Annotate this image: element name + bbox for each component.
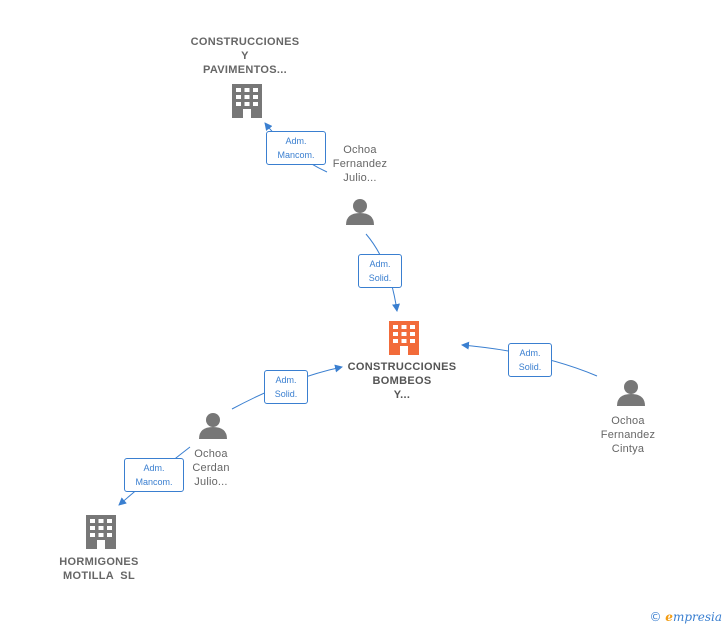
person-icon[interactable] xyxy=(617,380,645,406)
label-line: CONSTRUCCIONES xyxy=(190,36,300,48)
company-top-label[interactable]: CONSTRUCCIONES Y PAVIMENTOS... xyxy=(180,35,310,77)
company-bottom-label[interactable]: HORMIGONES MOTILLA SL xyxy=(44,555,154,583)
copyright-icon: © xyxy=(649,610,662,624)
brand-name: mpresia xyxy=(672,610,722,624)
label-line: Ochoa xyxy=(611,415,645,427)
label-line: Y... xyxy=(393,389,411,401)
edge-label-line: Adm. xyxy=(275,375,297,385)
brand-initial: e xyxy=(665,610,673,624)
edge-label-line: Adm. xyxy=(519,348,541,358)
edge-label-adm-solid[interactable]: Adm. Solid. xyxy=(508,343,552,377)
edge-label-adm-solid[interactable]: Adm. Solid. xyxy=(358,254,402,288)
person-cintya-label[interactable]: Ochoa Fernandez Cintya xyxy=(588,414,668,456)
label-line: Cintya xyxy=(611,443,645,455)
label-line: HORMIGONES xyxy=(59,556,139,568)
edge-label-line: Adm. xyxy=(369,259,391,269)
label-line: CONSTRUCCIONES xyxy=(347,361,457,373)
edge-label-line: Adm. xyxy=(285,136,307,146)
label-line: MOTILLA SL xyxy=(63,570,135,582)
edge-label-line: Mancom. xyxy=(135,477,173,487)
label-line: PAVIMENTOS... xyxy=(203,64,287,76)
focus-building-icon[interactable] xyxy=(389,321,419,355)
person-julio-fernandez-label[interactable]: Ochoa Fernandez Julio... xyxy=(320,143,400,185)
edge-label-adm-mancom[interactable]: Adm. Mancom. xyxy=(266,131,326,165)
building-icon[interactable] xyxy=(86,515,116,549)
edge-label-adm-solid[interactable]: Adm. Solid. xyxy=(264,370,308,404)
edge-label-adm-mancom[interactable]: Adm. Mancom. xyxy=(124,458,184,492)
label-line: Fernandez xyxy=(332,158,388,170)
label-line: Ochoa xyxy=(343,144,377,156)
label-line: Ochoa xyxy=(194,448,228,460)
label-line: Julio... xyxy=(194,476,228,488)
edge-label-line: Solid. xyxy=(518,362,542,372)
edge-label-line: Solid. xyxy=(368,273,392,283)
label-line: Y xyxy=(241,50,249,62)
label-line: BOMBEOS xyxy=(372,375,432,387)
edge-label-line: Solid. xyxy=(274,389,298,399)
label-line: Fernandez xyxy=(600,429,656,441)
edge-label-line: Mancom. xyxy=(277,150,315,160)
focus-company-label[interactable]: CONSTRUCCIONES BOMBEOS Y... xyxy=(337,360,467,402)
label-line: Cerdan xyxy=(192,462,230,474)
edge-label-line: Adm. xyxy=(143,463,165,473)
person-julio-cerdan-label[interactable]: Ochoa Cerdan Julio... xyxy=(171,447,251,489)
brand-logo: © empresia xyxy=(649,610,722,624)
person-icon[interactable] xyxy=(199,413,227,439)
building-icon[interactable] xyxy=(232,84,262,118)
person-icon[interactable] xyxy=(346,199,374,225)
label-line: Julio... xyxy=(343,172,377,184)
